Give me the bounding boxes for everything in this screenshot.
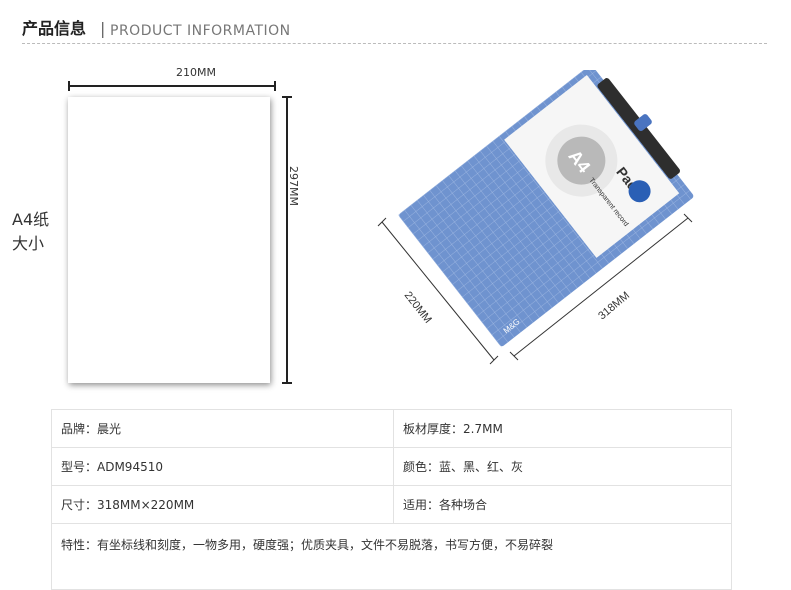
- header-divider: [22, 43, 767, 44]
- spec-colors: 颜色：蓝、黑、红、灰: [393, 447, 732, 486]
- a4-size-label-line1: A4纸: [12, 210, 50, 229]
- spec-row: 特性：有坐标线和刻度，一物多用，硬度强；优质夹具，文件不易脱落，书写方便，不易碎…: [51, 523, 732, 590]
- board-dimension-lines: [377, 213, 693, 365]
- clipboard-board: A4 Pad Transparent record M&G: [397, 70, 695, 348]
- spec-size: 尺寸：318MM×220MM: [51, 485, 394, 524]
- title-separator: |: [100, 19, 106, 38]
- a4-size-label-line2: 大小: [12, 234, 45, 253]
- spec-table: 品牌：晨光 板材厚度：2.7MM 型号：ADM94510 颜色：蓝、黑、红、灰 …: [51, 409, 732, 590]
- paper-width-label: 210MM: [176, 66, 216, 79]
- section-title-cn: 产品信息: [22, 19, 87, 38]
- board-width-label: 318MM: [596, 290, 632, 323]
- paper-height-label: 297MM: [287, 166, 300, 206]
- paper-height-dimension-line: [282, 96, 292, 384]
- paper-width-dimension-line: [68, 81, 276, 91]
- spec-thickness: 板材厚度：2.7MM: [393, 409, 732, 448]
- clipboard-illustration: A4 Pad Transparent record M&G 220MM 318M…: [377, 70, 695, 365]
- spec-row: 尺寸：318MM×220MM 适用：各种场合: [51, 485, 732, 524]
- spec-model: 型号：ADM94510: [51, 447, 394, 486]
- a4-size-label: A4纸 大小: [12, 208, 49, 256]
- spec-row: 品牌：晨光 板材厚度：2.7MM: [51, 409, 732, 448]
- section-title-en: PRODUCT INFORMATION: [110, 23, 291, 39]
- spec-brand: 品牌：晨光: [51, 409, 394, 448]
- spec-usage: 适用：各种场合: [393, 485, 732, 524]
- spec-row: 型号：ADM94510 颜色：蓝、黑、红、灰: [51, 447, 732, 486]
- a4-paper-sheet: [68, 97, 270, 383]
- spec-features: 特性：有坐标线和刻度，一物多用，硬度强；优质夹具，文件不易脱落，书写方便，不易碎…: [51, 523, 732, 590]
- section-header: 产品信息 | PRODUCT INFORMATION: [22, 18, 767, 44]
- board-height-label: 220MM: [402, 289, 434, 325]
